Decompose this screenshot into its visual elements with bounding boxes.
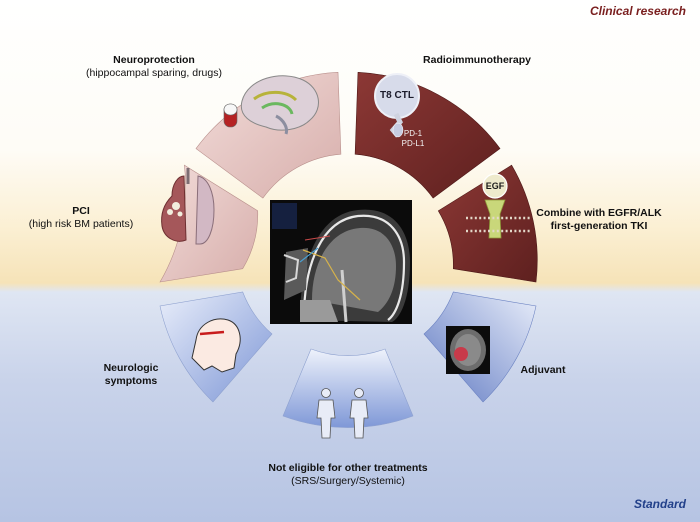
neurologic-title-line2: symptoms	[104, 375, 158, 387]
people-icon	[316, 388, 369, 439]
radioimmunotherapy-title: Radioimmunotherapy	[423, 54, 531, 66]
not-eligible-title: Not eligible for other treatments	[268, 462, 428, 474]
tki-label: Combine with EGFR/ALK first-generation T…	[532, 207, 666, 233]
pci-label: PCI (high risk BM patients)	[8, 205, 154, 231]
standard-label: Standard	[633, 497, 686, 511]
adjuvant-title: Adjuvant	[520, 364, 566, 376]
pci-title: PCI	[72, 205, 90, 217]
not-eligible-label: Not eligible for other treatments (SRS/S…	[228, 462, 468, 488]
tki-title-line1: Combine with EGFR/ALK	[536, 207, 662, 219]
neurologic-title-line1: Neurologic	[103, 362, 159, 374]
neurologic-label: Neurologic symptoms	[92, 362, 170, 388]
sector-tki	[437, 164, 538, 283]
pd1-text: PD-1	[403, 129, 423, 138]
egfr-receptor-icon	[466, 173, 530, 239]
radioimmunotherapy-label: Radioimmunotherapy	[412, 54, 542, 67]
adjuvant-label: Adjuvant	[510, 364, 576, 377]
brain-icon	[240, 75, 319, 135]
neuroprotection-label: Neuroprotection (hippocampal sparing, dr…	[67, 54, 241, 80]
lungs-icon	[161, 168, 215, 245]
pdl1-text: PD-L1	[401, 139, 425, 148]
clinical-research-label: Clinical research	[589, 4, 686, 18]
t8-ctl-cell-icon	[374, 73, 420, 138]
brain-mri-icon	[446, 326, 490, 374]
ct-scan-image	[270, 200, 412, 324]
tki-title-line2: first-generation TKI	[550, 220, 648, 232]
head-icon	[191, 318, 241, 373]
sector-not-eligible	[282, 348, 414, 428]
neuroprotection-title: Neuroprotection	[113, 54, 195, 66]
neuroprotection-subtitle: (hippocampal sparing, drugs)	[86, 67, 222, 79]
not-eligible-subtitle: (SRS/Surgery/Systemic)	[291, 475, 405, 487]
egf-text: EGF	[485, 181, 505, 191]
pill-icon	[223, 103, 238, 128]
t8-ctl-text: T8 CTL	[380, 90, 414, 101]
pci-subtitle: (high risk BM patients)	[28, 218, 134, 230]
